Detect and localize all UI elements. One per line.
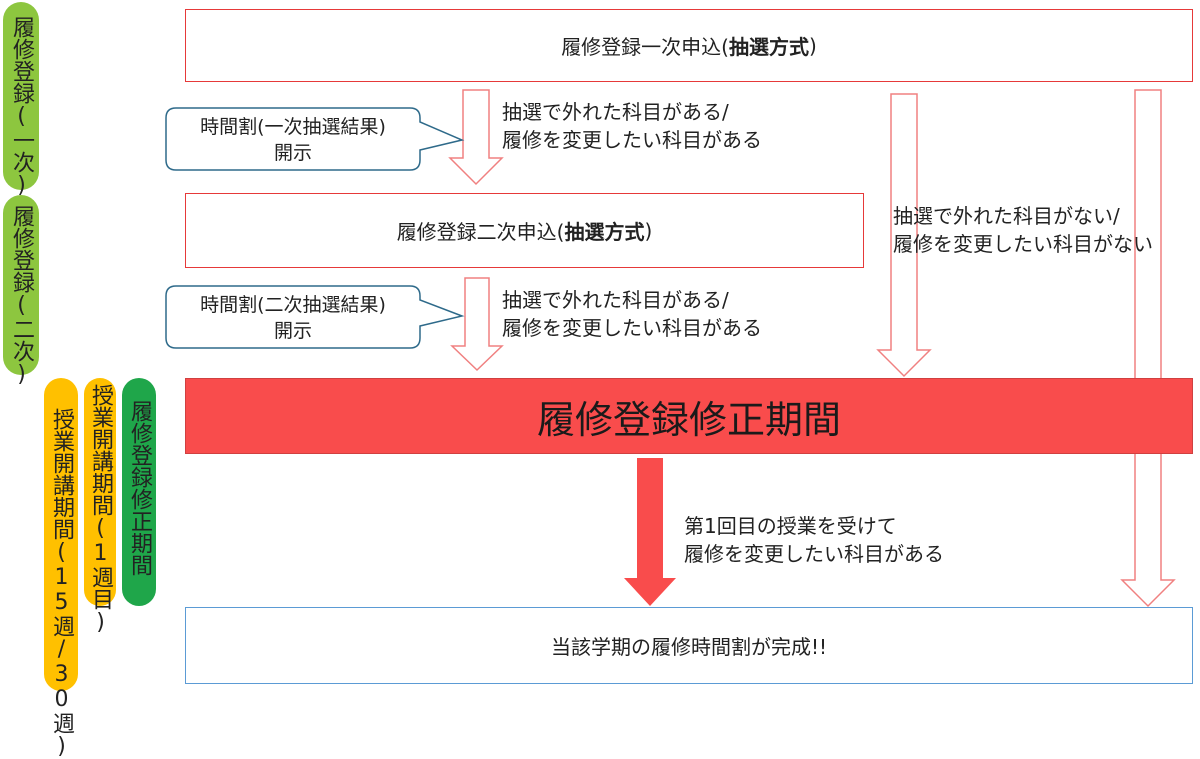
speech-bubble-first (165, 107, 465, 171)
flow-arrows (165, 89, 1176, 608)
box-timetable-complete: 当該学期の履修時間割が完成!! (185, 607, 1193, 684)
note-first-line2: 履修を変更したい科目がある (502, 128, 762, 152)
box-revision-text: 履修登録修正期間 (536, 397, 841, 442)
label-class-period-first-text: 授業開講期間(1週目) (88, 384, 113, 635)
bubble-first-line1: 時間割(一次抽選結果) (200, 116, 386, 138)
outline-arrow-first-to-complete (1120, 89, 1176, 608)
box-second-end: ) (644, 218, 653, 243)
outline-arrow-first-to-revision (876, 93, 932, 378)
note-first-line1: 抽選で外れた科目がある/ (502, 100, 729, 124)
box-first-end: ) (809, 33, 817, 58)
box-revision-period: 履修登録修正期間 (185, 378, 1193, 454)
note-second-line2: 履修を変更したい科目がある (502, 316, 762, 340)
label-class-period-first: 授業開講期間(1週目) (84, 378, 116, 635)
solid-arrow-revision-to-complete (624, 458, 676, 606)
label-secondary-registration-text: 履修登録(二次) (9, 205, 34, 387)
note-none-line1: 抽選で外れた科目がない/ (893, 204, 1120, 228)
outline-arrow-second-to-revision (450, 277, 504, 372)
note-second-line1: 抽選で外れた科目がある/ (502, 288, 729, 312)
note-none: 抽選で外れた科目がない/ 履修を変更したい科目がない (893, 202, 1153, 258)
label-revision-period-text: 履修登録修正期間 (127, 400, 152, 576)
bubble-first-line2: 開示 (273, 142, 312, 164)
bubble-second-line1: 時間割(二次抽選結果) (200, 294, 386, 316)
outline-arrow-first-to-second (448, 89, 504, 186)
note-after-line1: 第1回目の授業を受けて (684, 514, 897, 538)
bubble-second-text: 時間割(二次抽選結果) 開示 (168, 292, 418, 344)
label-revision-period: 履修登録修正期間 (122, 378, 156, 606)
box-second-application: 履修登録二次申込(抽選方式) (185, 193, 864, 268)
label-primary-registration: 履修登録(一次) (3, 2, 39, 198)
note-after-first-class: 第1回目の授業を受けて 履修を変更したい科目がある (684, 512, 944, 568)
bubble-second-line2: 開示 (273, 320, 312, 342)
box-first-text: 履修登録一次申込( (561, 35, 729, 59)
box-complete-text: 当該学期の履修時間割が完成!! (550, 635, 828, 659)
label-primary-registration-text: 履修登録(一次) (9, 16, 34, 198)
speech-bubble-second (165, 285, 465, 349)
box-first-bold: 抽選方式 (729, 35, 809, 59)
box-second-bold: 抽選方式 (564, 220, 645, 244)
note-first: 抽選で外れた科目がある/ 履修を変更したい科目がある (502, 98, 762, 154)
label-secondary-registration: 履修登録(二次) (3, 195, 39, 387)
label-class-period-long: 授業開講期間(15週/30週) (44, 378, 78, 759)
bubble-first-text: 時間割(一次抽選結果) 開示 (168, 114, 418, 166)
box-first-application: 履修登録一次申込(抽選方式) (185, 9, 1193, 82)
note-second: 抽選で外れた科目がある/ 履修を変更したい科目がある (502, 286, 762, 342)
label-class-period-long-text: 授業開講期間(15週/30週) (49, 408, 74, 759)
note-none-line2: 履修を変更したい科目がない (893, 232, 1153, 256)
box-second-text: 履修登録二次申込( (396, 220, 565, 244)
note-after-line2: 履修を変更したい科目がある (684, 542, 944, 566)
